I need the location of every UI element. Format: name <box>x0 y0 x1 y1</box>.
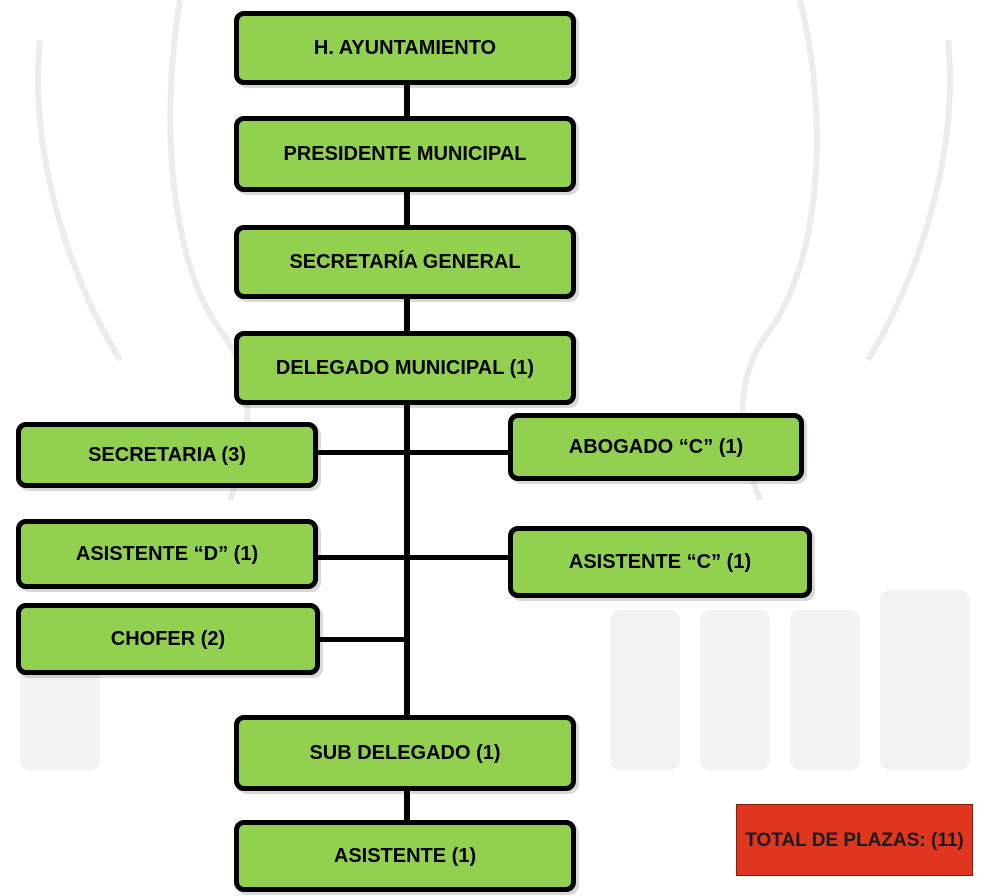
node-asistente-d: ASISTENTE “D” (1) <box>16 519 318 589</box>
node-asistente: ASISTENTE (1) <box>234 820 576 892</box>
node-secretaria: SECRETARIA (3) <box>16 422 318 488</box>
node-presidente-municipal: PRESIDENTE MUNICIPAL <box>234 116 576 192</box>
connector-asistente-d <box>316 555 410 560</box>
connector-secretaria <box>316 450 410 455</box>
node-secretaria-general: SECRETARÍA GENERAL <box>234 225 576 299</box>
node-sub-delegado: SUB DELEGADO (1) <box>234 715 576 791</box>
connector-asistente-c <box>404 555 512 560</box>
connector-abogado <box>404 450 510 455</box>
node-chofer: CHOFER (2) <box>16 603 320 675</box>
connector-main-vertical <box>404 85 410 735</box>
connector-chofer <box>318 637 410 642</box>
total-plazas-badge: TOTAL DE PLAZAS: (11) <box>736 804 973 876</box>
node-h-ayuntamiento: H. AYUNTAMIENTO <box>234 11 576 85</box>
node-delegado-municipal: DELEGADO MUNICIPAL (1) <box>234 331 576 405</box>
connector-sub-vertical <box>404 790 410 834</box>
node-abogado-c: ABOGADO “C” (1) <box>508 413 804 481</box>
node-asistente-c: ASISTENTE “C” (1) <box>508 526 812 598</box>
